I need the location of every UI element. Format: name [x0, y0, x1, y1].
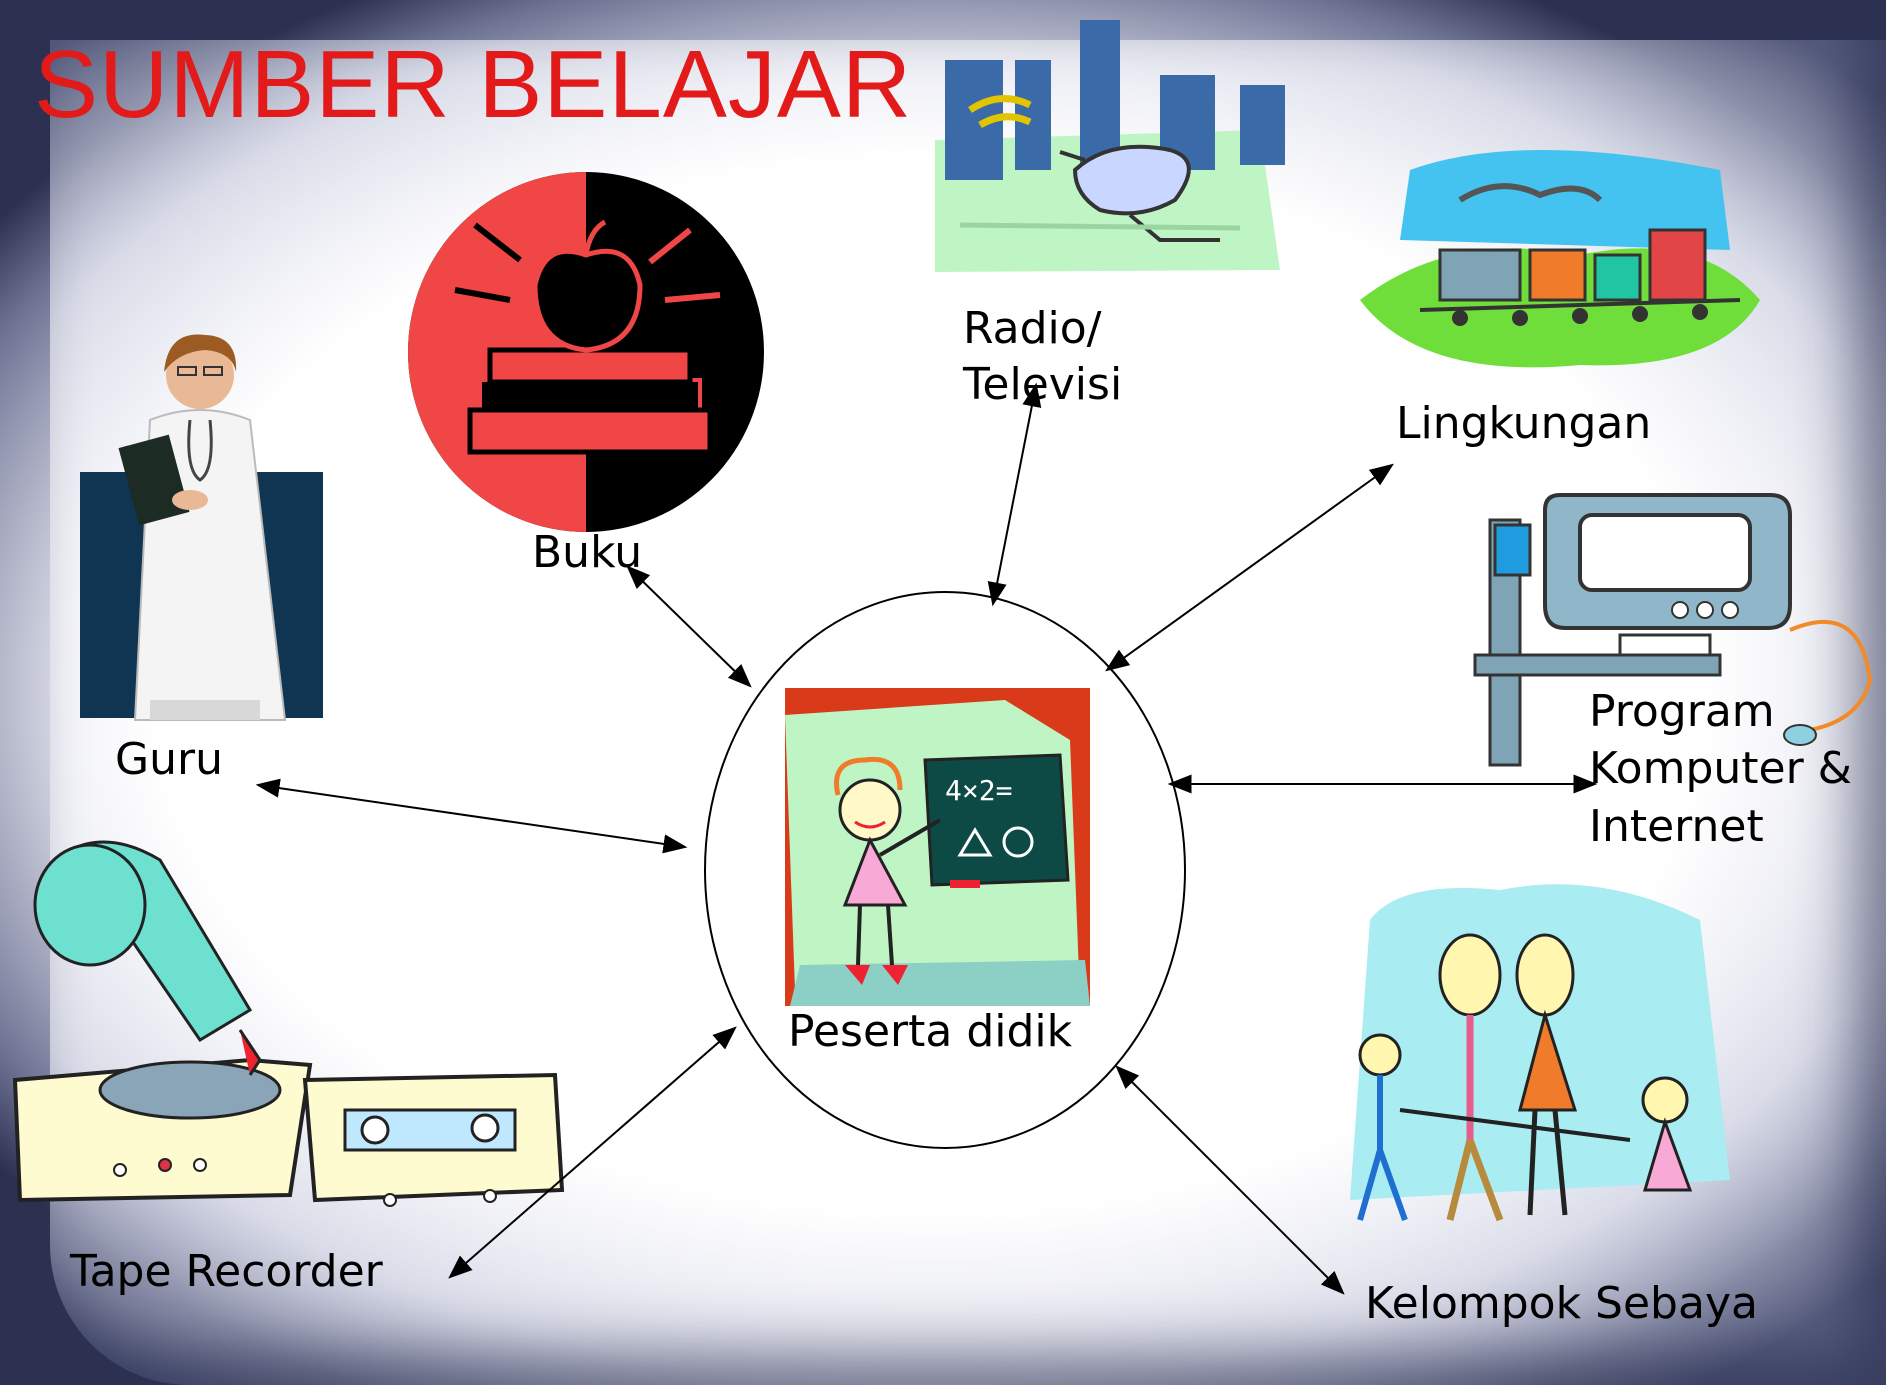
train-landscape-icon [1360, 150, 1760, 368]
label-guru: Guru [115, 734, 223, 785]
arrow-guru [255, 778, 688, 854]
label-kelompok: Kelompok Sebaya [1365, 1278, 1758, 1329]
label-radio-line1: Radio/ [963, 303, 1102, 354]
label-program-line3: Internet [1589, 801, 1764, 852]
teacher-doctor-icon [80, 334, 323, 721]
label-program-line2: Komputer & [1589, 743, 1852, 794]
student-blackboard-icon: 4×2= [785, 688, 1090, 1006]
arrow-buku [626, 565, 752, 688]
label-peserta-didik: Peserta didik [788, 1006, 1073, 1057]
satellite-broadcast-icon [935, 20, 1285, 272]
label-tape: Tape Recorder [70, 1246, 383, 1297]
arrow-radio [987, 382, 1042, 607]
family-children-icon [1350, 884, 1730, 1222]
center-circle [704, 591, 1186, 1149]
computer-icon [1473, 493, 1873, 767]
label-buku: Buku [532, 527, 643, 578]
arrow-lingkungan [1105, 463, 1394, 672]
label-program-line1: Program [1589, 686, 1775, 737]
books-apple-icon [408, 172, 764, 532]
arrow-kelompok [1115, 1065, 1345, 1295]
label-lingkungan: Lingkungan [1396, 398, 1652, 449]
svg-text:4×2=: 4×2= [945, 774, 1012, 807]
slide-title: SUMBER BELAJAR [34, 31, 913, 138]
label-radio-line2: Televisi [963, 359, 1123, 410]
arrow-tape [448, 1026, 737, 1279]
